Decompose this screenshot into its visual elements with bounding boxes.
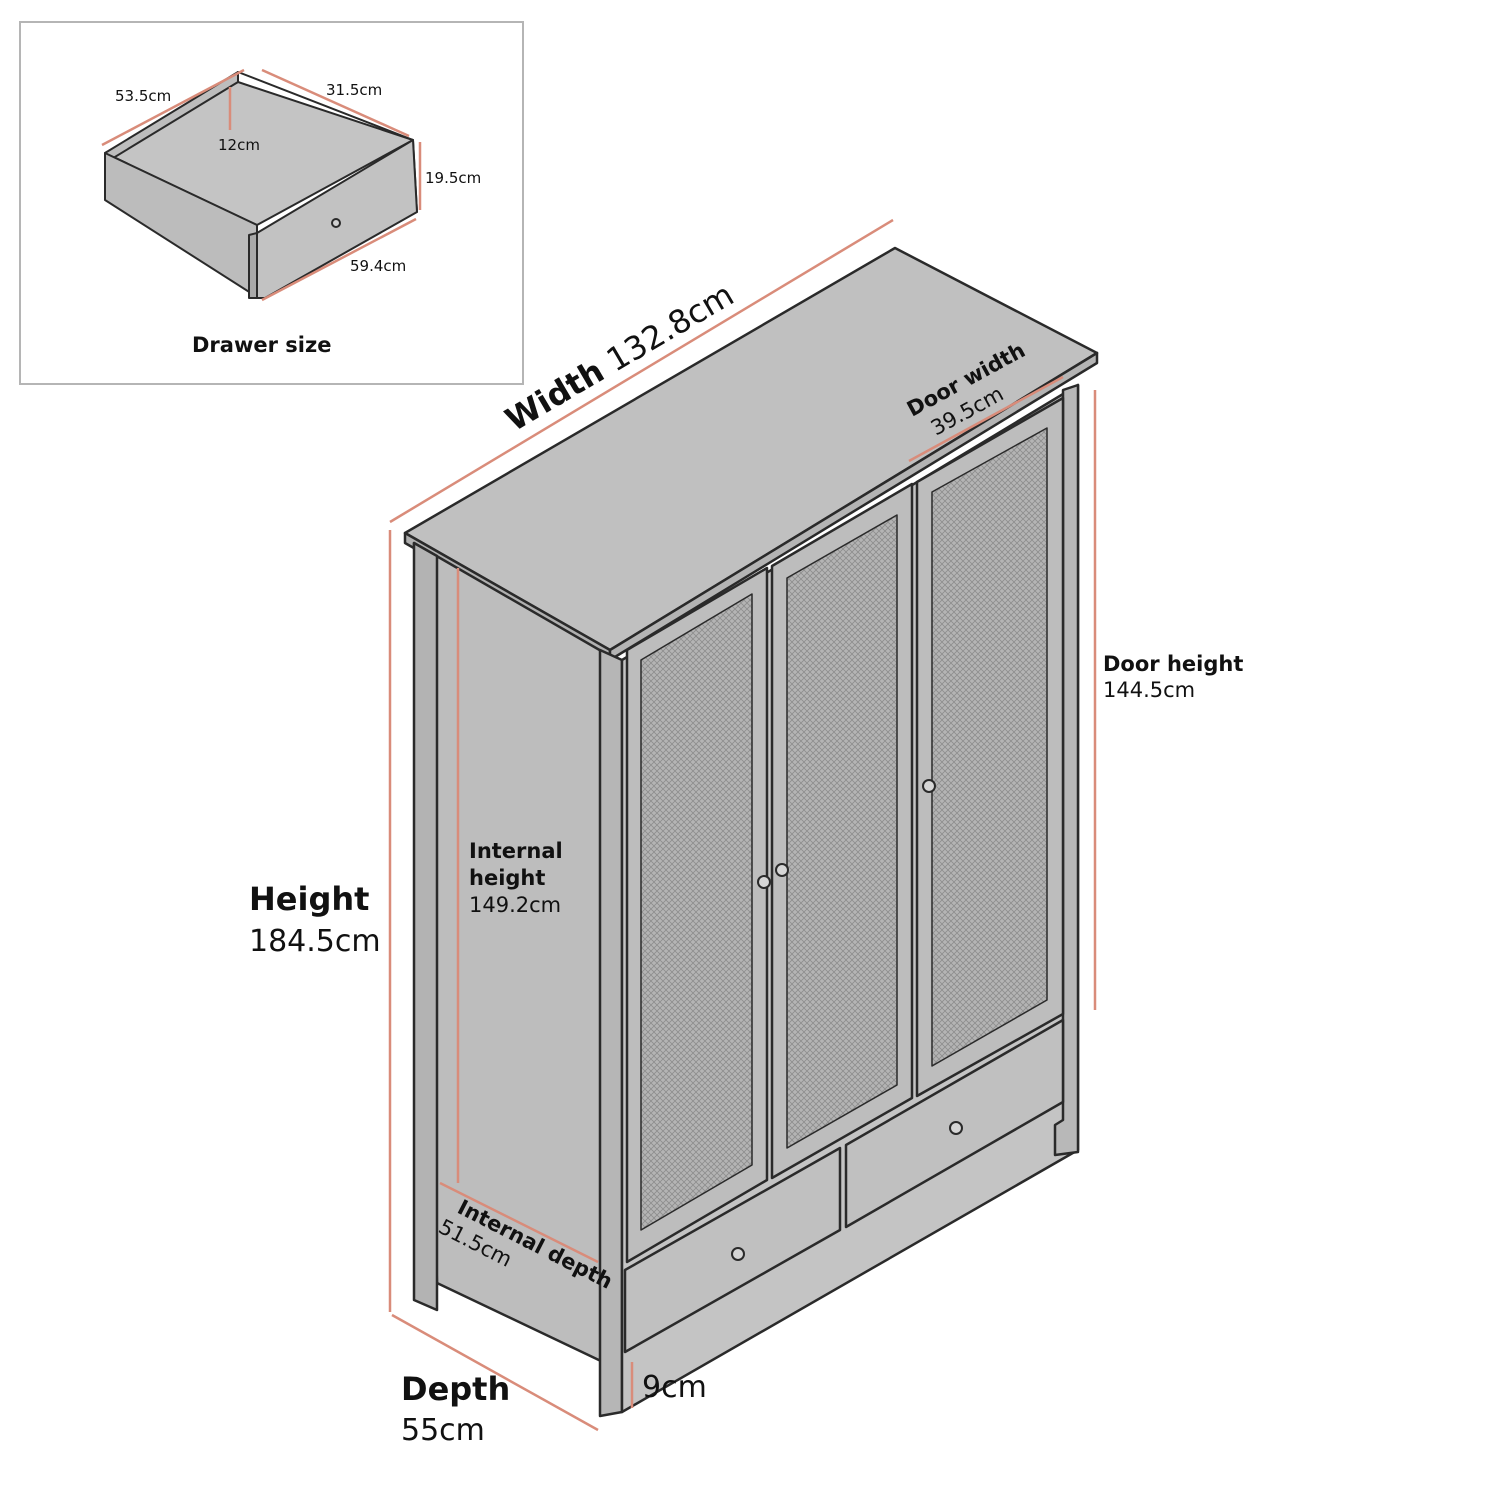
drawer-right-knob — [949, 1121, 963, 1135]
drawer-dimension-lines — [101, 68, 422, 302]
drawer-size-inset: 53.5cm 31.5cm 12cm 19.5cm 59.4cm Drawer … — [19, 21, 524, 385]
wardrobe-body — [403, 246, 1099, 1418]
drawer-back-width-label: 31.5cm — [326, 81, 382, 99]
leg-height-value: 9cm — [642, 1370, 707, 1405]
door-middle-knob — [775, 863, 789, 877]
height-value: 184.5cm — [249, 924, 381, 959]
depth-line — [391, 1313, 599, 1432]
knobs — [731, 779, 963, 1261]
door-width-line — [908, 375, 1064, 463]
drawer-height-label: 19.5cm — [425, 169, 481, 187]
drawer-inner-height-label: 12cm — [218, 136, 260, 154]
drawer-depth-label: 53.5cm — [115, 87, 171, 105]
dimension-lines — [388, 218, 1097, 1432]
internal-height-title-2: height — [469, 866, 545, 890]
door-height-title: Door height — [1103, 652, 1243, 676]
drawer-left-knob — [731, 1247, 745, 1261]
door-height-value: 144.5cm — [1103, 678, 1195, 702]
depth-value: 55cm — [401, 1413, 485, 1448]
height-title: Height — [249, 880, 369, 918]
drawer-drawing — [104, 71, 418, 299]
drawer-size-title: Drawer size — [192, 333, 331, 357]
drawer-front-width-label: 59.4cm — [350, 257, 406, 275]
width-line — [389, 218, 894, 524]
internal-height-value: 149.2cm — [469, 893, 561, 917]
door-right-mesh — [931, 427, 1048, 1067]
internal-height-title-1: Internal — [469, 839, 563, 863]
door-middle-mesh — [786, 514, 898, 1149]
door-left-knob — [757, 875, 771, 889]
depth-title: Depth — [401, 1370, 510, 1408]
internal-depth-line — [439, 1181, 599, 1264]
door-left-mesh — [640, 593, 753, 1231]
door-right-knob — [922, 779, 936, 793]
